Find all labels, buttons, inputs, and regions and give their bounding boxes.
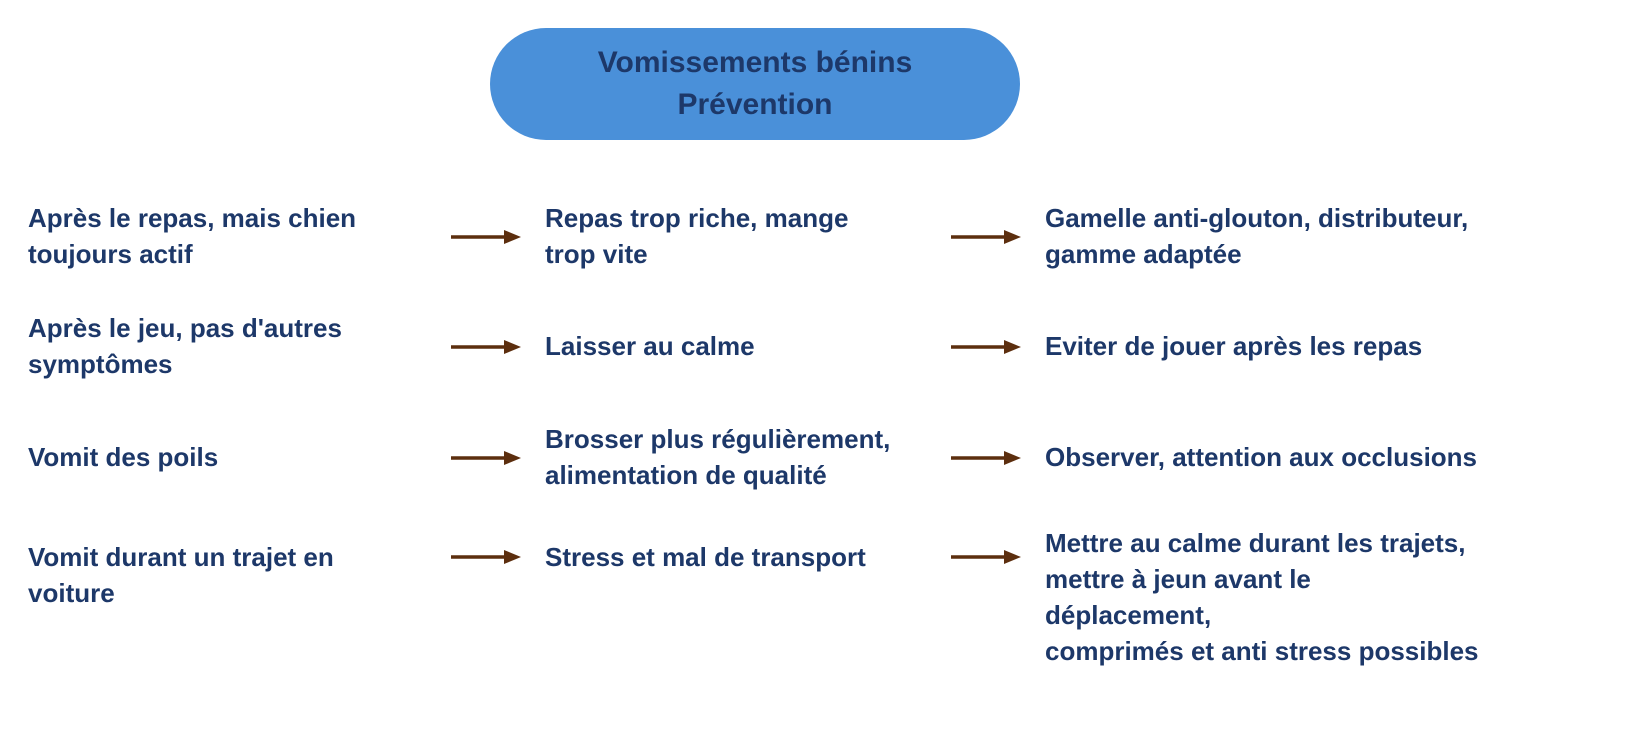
arrow-right-icon	[445, 228, 545, 246]
arrow-right-icon	[945, 449, 1040, 467]
arrow-right-icon	[945, 228, 1040, 246]
situation-text: Vomit durant un trajet en voiture	[28, 542, 334, 608]
situation-text: Vomit des poils	[28, 442, 219, 473]
diagram-row: Après le repas, mais chien toujours acti…	[0, 182, 1648, 292]
situation-text: Après le jeu, pas d'autres symptômes	[28, 313, 342, 379]
arrow-right-icon	[445, 338, 545, 356]
cause-text: Laisser au calme	[545, 331, 755, 362]
prevention-text: Gamelle anti-glouton, distributeur, gamm…	[1045, 203, 1469, 269]
arrow-right-icon	[945, 514, 1040, 566]
prevention-text: Eviter de jouer après les repas	[1045, 331, 1423, 362]
prevention-text: Mettre au calme durant les trajets, mett…	[1045, 528, 1479, 666]
arrow-right-icon	[445, 514, 545, 566]
diagram-row: Après le jeu, pas d'autres symptômes Lai…	[0, 292, 1648, 402]
page-title: Vomissements bénins Prévention	[597, 46, 913, 121]
arrow-right-icon	[945, 338, 1040, 356]
diagram: Après le repas, mais chien toujours acti…	[0, 182, 1648, 678]
diagram-row: Vomit durant un trajet en voiture Stress…	[0, 514, 1648, 678]
diagram-row: Vomit des poils Brosser plus régulièreme…	[0, 402, 1648, 514]
cause-text: Stress et mal de transport	[545, 542, 866, 572]
situation-text: Après le repas, mais chien toujours acti…	[28, 203, 357, 269]
arrow-right-icon	[445, 449, 545, 467]
cause-text: Repas trop riche, mange trop vite	[545, 203, 849, 269]
prevention-text: Observer, attention aux occlusions	[1045, 442, 1478, 473]
cause-text: Brosser plus régulièrement, alimentation…	[545, 424, 891, 490]
title-pill: Vomissements bénins Prévention	[490, 28, 1020, 140]
